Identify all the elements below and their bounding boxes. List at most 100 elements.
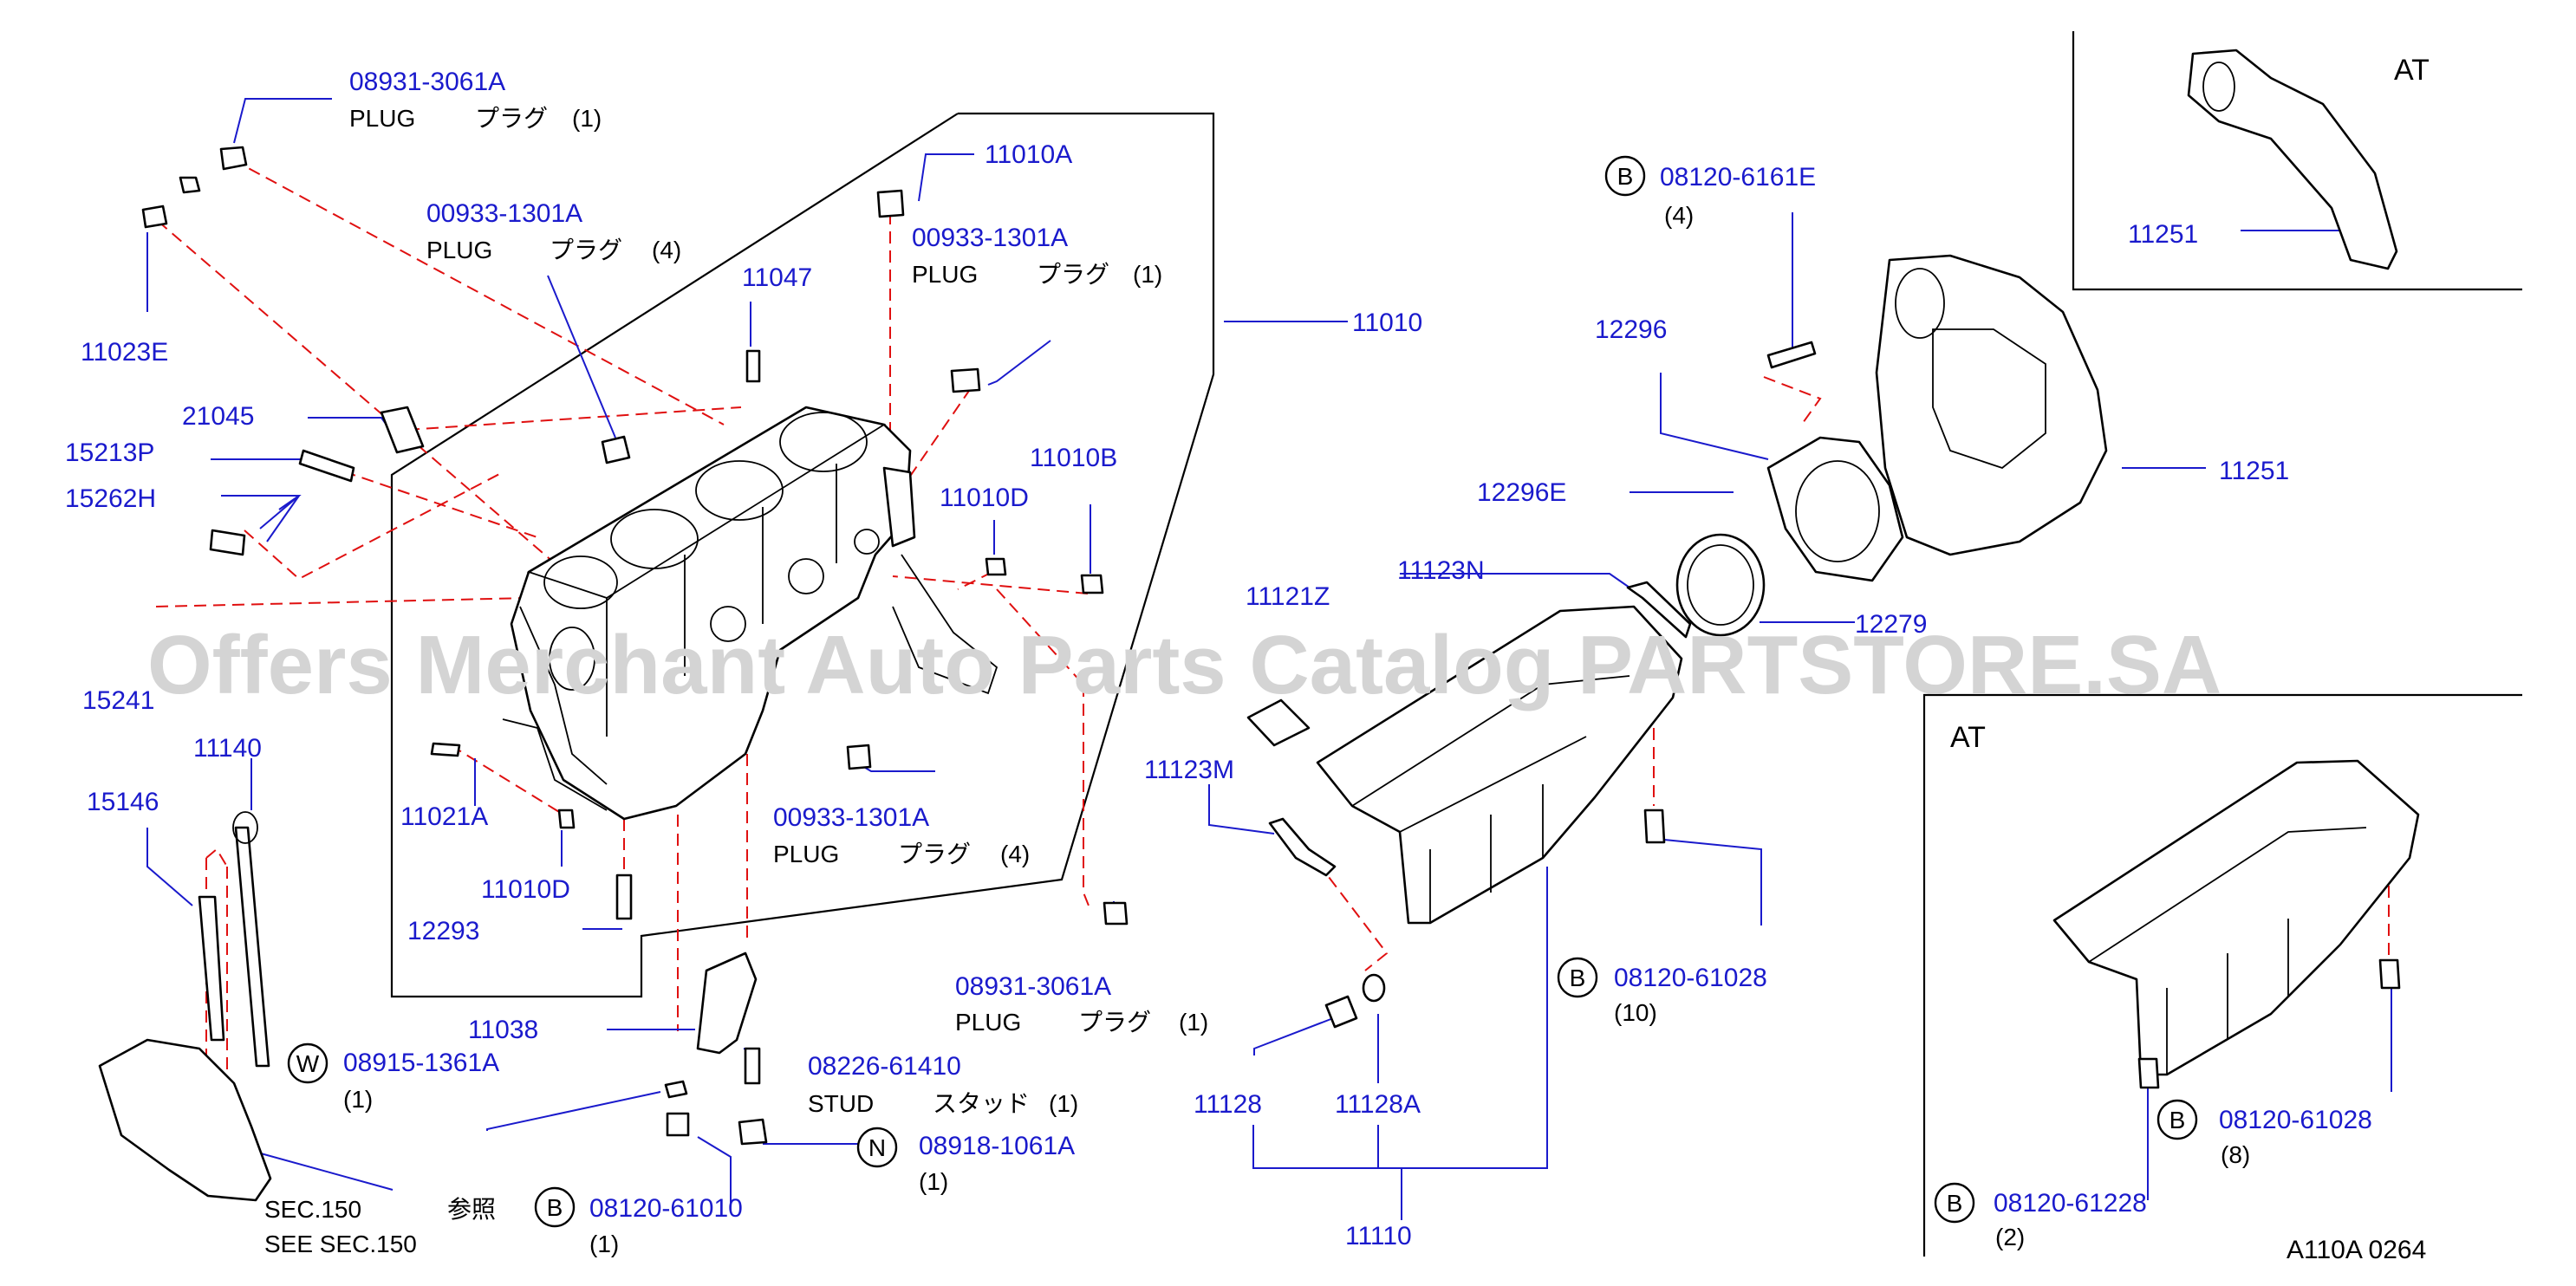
callout-11010A: 11010A (985, 140, 1072, 169)
callout-11128: 11128 (1194, 1090, 1262, 1119)
sensor-21045 (380, 406, 425, 454)
callout-12293: 12293 (407, 917, 479, 945)
oil-strainer-11121Z (1246, 698, 1311, 747)
callout-08931-3061A-top: 08931-3061A (349, 68, 505, 96)
svg-text:(1): (1) (1179, 1009, 1208, 1036)
callout-00933-1301A-a: 00933-1301A (426, 199, 582, 228)
svg-text:参照: 参照 (447, 1196, 496, 1223)
svg-text:スタッド: スタッド (933, 1090, 1030, 1117)
svg-text:W: W (296, 1050, 320, 1077)
callout-11023E: 11023E (81, 338, 168, 367)
plug-08931-top (219, 146, 248, 171)
plug-misc (179, 176, 201, 194)
svg-text:B: B (1947, 1190, 1963, 1217)
dashed-leaders (155, 159, 2390, 1118)
callout-11038: 11038 (468, 1016, 538, 1044)
svg-text:PLUG: PLUG (349, 105, 415, 132)
svg-text:B: B (547, 1194, 563, 1221)
callout-12296: 12296 (1595, 315, 1667, 344)
callout-15146: 15146 (87, 788, 159, 816)
rear-plate-11251 (1875, 254, 2108, 556)
bolt-15262H (209, 529, 246, 556)
blue-leaders (146, 98, 2392, 1220)
rear-oil-seal-retainer (1766, 436, 1904, 582)
svg-text:A110A 0264: A110A 0264 (2287, 1236, 2426, 1264)
callout-08120-61028-at: 08120-61028 (2219, 1106, 2372, 1134)
circled-marks: W N B B B B B (287, 155, 2198, 1228)
plug-00933-b (950, 367, 981, 393)
rear-oil-seal (1675, 533, 1766, 637)
bolt-08120-61028-at (2378, 958, 2401, 990)
svg-text:プラグ: プラグ (475, 105, 548, 132)
dowel-11010B (1080, 574, 1104, 594)
svg-text:(1): (1) (1133, 261, 1162, 288)
callout-12279: 12279 (1855, 610, 1927, 639)
callout-11251: 11251 (2219, 457, 2289, 485)
svg-text:(1): (1) (589, 1231, 619, 1257)
svg-text:(2): (2) (1995, 1224, 2025, 1250)
oil-pan (1316, 605, 1683, 925)
callout-11123M: 11123M (1144, 756, 1234, 784)
callout-15262H: 15262H (65, 484, 156, 513)
dowel-11010D-b (557, 809, 576, 829)
callout-11121Z: 11121Z (1246, 582, 1330, 611)
callout-08931-3061A-bottom: 08931-3061A (955, 972, 1111, 1001)
svg-text:B: B (1570, 964, 1586, 991)
callout-11010D-b: 11010D (481, 875, 570, 904)
bolt-08120-61010 (666, 1112, 690, 1137)
callout-11128A: 11128A (1335, 1090, 1421, 1119)
engine-block-group-outline (390, 112, 1215, 998)
plain-labels: PLUG プラグ (1) PLUG プラグ (4) PLUG プラグ (1) P… (264, 54, 2430, 1264)
washer-08915 (664, 1080, 688, 1099)
dowel-11010D-a (985, 557, 1007, 576)
callout-08120-61010: 08120-61010 (589, 1194, 743, 1223)
inset-frame-top-right (2072, 31, 2522, 291)
svg-text:(1): (1) (1049, 1090, 1078, 1117)
plug-00933-a (601, 435, 631, 464)
callout-15213P: 15213P (65, 438, 154, 467)
callout-11047: 11047 (742, 263, 812, 292)
svg-text:PLUG: PLUG (955, 1009, 1021, 1036)
engine-block (502, 406, 999, 821)
callout-15241: 15241 (82, 686, 154, 715)
nut-08918 (738, 1118, 768, 1146)
callout-11021A: 11021A (400, 802, 488, 831)
svg-text:(1): (1) (572, 105, 602, 132)
svg-text:(1): (1) (343, 1086, 373, 1113)
bolt-08120-61028 (1643, 809, 1666, 844)
callout-08120-6161E: 08120-6161E (1660, 163, 1816, 192)
callout-08915-1361A: 08915-1361A (343, 1049, 499, 1077)
svg-text:SEC.150: SEC.150 (264, 1196, 361, 1223)
seal-11123N (1626, 581, 1692, 639)
bolt-15213P (298, 449, 355, 483)
plug-11010A (876, 189, 905, 218)
svg-text:(4): (4) (1000, 841, 1030, 867)
oil-gauge (198, 811, 270, 1068)
seal-11123M (1268, 817, 1337, 877)
bracket-11038 (696, 952, 758, 1055)
svg-text:(1): (1) (919, 1168, 948, 1195)
callout-11123N: 11123N (1397, 556, 1485, 585)
drain-plug-11128 (1324, 995, 1358, 1029)
svg-text:プラグ: プラグ (1037, 261, 1109, 288)
bolt-12293 (615, 874, 633, 920)
bolt-08120-61228-at (2137, 1057, 2160, 1089)
svg-text:AT: AT (2394, 54, 2430, 87)
svg-text:プラグ: プラグ (550, 237, 622, 263)
svg-text:(10): (10) (1614, 999, 1657, 1026)
callout-11010B: 11010B (1030, 444, 1117, 472)
svg-text:N: N (868, 1134, 886, 1161)
stud-08226 (744, 1047, 761, 1085)
callout-00933-1301A-b: 00933-1301A (912, 224, 1068, 252)
bolt-08120-6161E (1766, 341, 1817, 369)
callout-08226-61410: 08226-61410 (808, 1052, 961, 1081)
rear-plate-cutout (1932, 328, 2046, 470)
svg-text:AT: AT (1950, 721, 1986, 754)
front-cover-sec150 (98, 1038, 272, 1202)
callout-11251-at: 11251 (2128, 220, 2198, 249)
callout-11010D-a: 11010D (940, 484, 1029, 512)
plug-08931-bot (1103, 901, 1129, 926)
bolt-11047 (745, 349, 761, 383)
oil-pan-at (2052, 759, 2420, 1076)
svg-text:プラグ: プラグ (898, 841, 971, 867)
